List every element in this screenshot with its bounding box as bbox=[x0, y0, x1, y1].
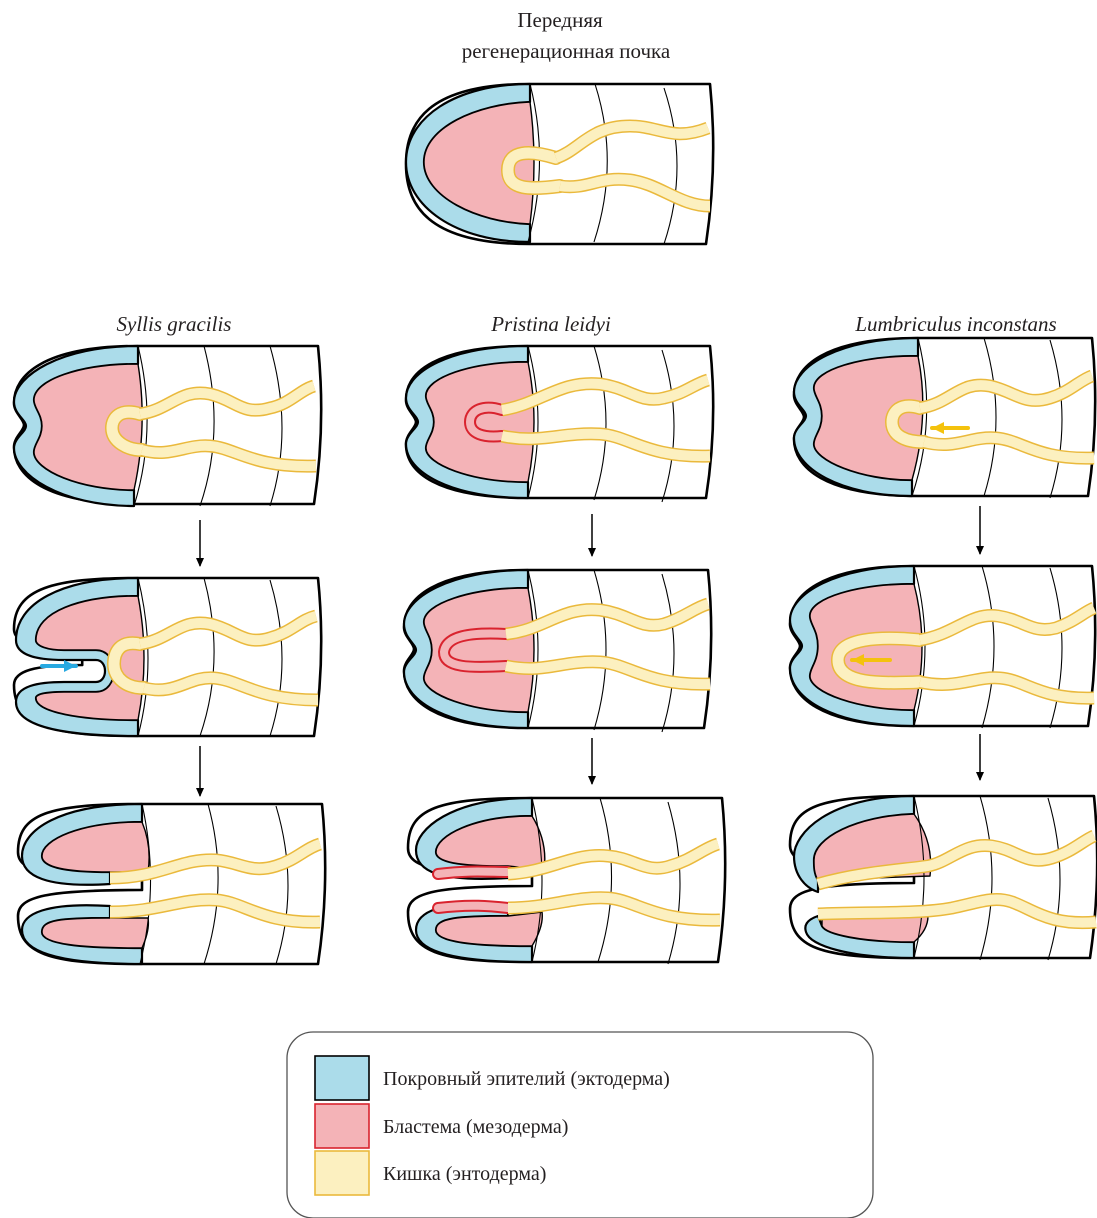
blastema bbox=[34, 364, 142, 490]
legend-swatch-gut bbox=[315, 1151, 369, 1195]
legend-label-gut: Кишка (энтодерма) bbox=[383, 1163, 546, 1185]
species-label-pristina: Pristina leidyi bbox=[490, 312, 611, 336]
worm-lumbriculus-stage-1 bbox=[794, 338, 1095, 498]
legend-swatch-epithelium bbox=[315, 1056, 369, 1100]
worm-syllis-stage-2 bbox=[14, 578, 321, 736]
legend-swatch-blastema bbox=[315, 1104, 369, 1148]
worm-stages bbox=[14, 84, 1097, 964]
worm-pristina-stage-1 bbox=[406, 346, 713, 502]
species-label-syllis: Syllis gracilis bbox=[117, 312, 232, 336]
title-line-2: регенерационная почка bbox=[462, 39, 671, 63]
worm-anterior-bud bbox=[406, 84, 713, 244]
worm-syllis-stage-3 bbox=[18, 804, 325, 964]
blastema-gut-lining-fill bbox=[438, 906, 508, 908]
worm-syllis-stage-1 bbox=[14, 346, 321, 506]
legend-label-blastema: Бластема (мезодерма) bbox=[383, 1116, 568, 1138]
blastema-gut-lining-fill bbox=[438, 872, 508, 875]
species-label-lumbriculus: Lumbriculus inconstans bbox=[854, 312, 1056, 336]
worm-lumbriculus-stage-2 bbox=[790, 566, 1095, 728]
blastema bbox=[436, 816, 545, 946]
title-line-1: Передняя bbox=[517, 8, 603, 32]
blastema bbox=[814, 356, 923, 480]
legend: Покровный эпителий (эктодерма) Бластема … bbox=[287, 1032, 873, 1218]
legend-frame bbox=[287, 1032, 873, 1218]
worm-pristina-stage-2 bbox=[404, 570, 711, 732]
worm-pristina-stage-3 bbox=[408, 798, 725, 964]
blastema bbox=[426, 362, 534, 482]
legend-label-epithelium: Покровный эпителий (эктодерма) bbox=[383, 1068, 670, 1090]
worm-lumbriculus-stage-3 bbox=[790, 796, 1097, 960]
